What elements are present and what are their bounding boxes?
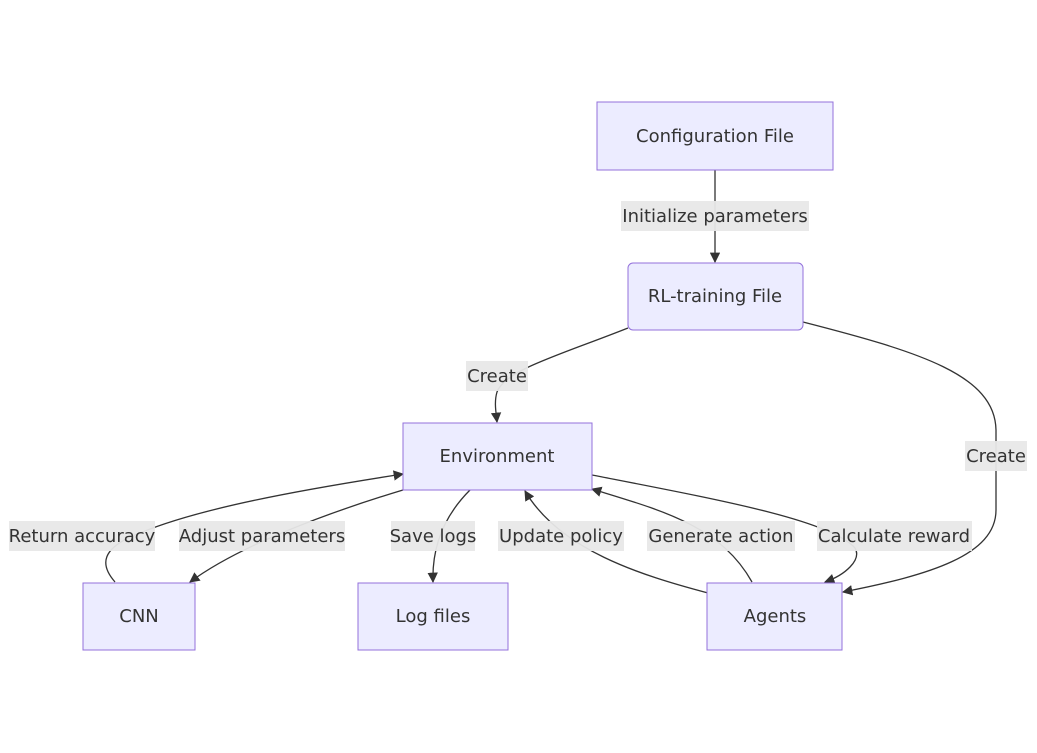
edges-create-agents-text: Create [966, 446, 1026, 467]
edges-adjust-params-text: Adjust parameters [179, 526, 345, 547]
edge-label-adjust-parameters: Adjust parameters [179, 521, 345, 551]
nodes: Configuration File RL-training File Envi… [82, 101, 843, 651]
edges-update-policy-text: Update policy [499, 526, 623, 547]
edges-create-env-text: Create [467, 366, 527, 387]
edge-agents-to-env-policy [524, 490, 709, 594]
nodes-cnn-text: CNN [119, 606, 159, 627]
nodes-logs-text: Log files [396, 606, 471, 627]
edge-cnn-to-env [105, 470, 405, 583]
edges-return-accuracy-text: Return accuracy [9, 526, 156, 547]
node-configuration-file[interactable]: Configuration File [596, 101, 834, 171]
edges-generate-action-text: Generate action [648, 526, 793, 547]
node-rl-training-file[interactable]: RL-training File [627, 262, 804, 331]
node-environment[interactable]: Environment [402, 422, 593, 491]
edge-label-save-logs: Save logs [390, 521, 477, 551]
edge-label-generate-action: Generate action [647, 521, 795, 551]
edge-label-create-agents: Create [965, 441, 1027, 471]
node-agents[interactable]: Agents [706, 582, 843, 651]
nodes-agents-text: Agents [744, 606, 807, 627]
edges-save-logs-text: Save logs [390, 526, 477, 547]
node-cnn[interactable]: CNN [82, 582, 196, 651]
edge-rl-to-agents [802, 321, 997, 596]
edges-calculate-reward-text: Calculate reward [818, 526, 970, 547]
edge-labels: Initialize parameters Create Create Retu… [9, 201, 1027, 551]
edge-label-calculate-reward: Calculate reward [817, 521, 972, 551]
nodes-config-text: Configuration File [636, 126, 794, 147]
edge-label-return-accuracy: Return accuracy [9, 521, 156, 551]
edges-init-params-text: Initialize parameters [622, 206, 807, 227]
nodes-rl-text: RL-training File [648, 286, 782, 307]
node-log-files[interactable]: Log files [357, 582, 509, 651]
edge-label-update-policy: Update policy [498, 521, 624, 551]
nodes-env-text: Environment [440, 446, 555, 467]
edge-label-initialize-parameters: Initialize parameters [621, 201, 809, 231]
edge-label-create-env: Create [466, 361, 528, 391]
